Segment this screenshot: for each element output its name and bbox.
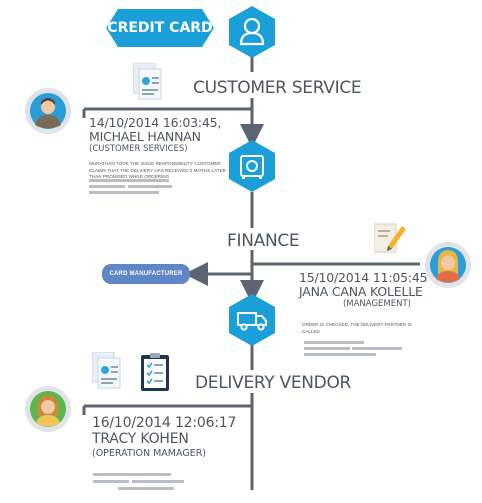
entry-jana: 15/10/2014 11:05:45 JANA CANA KOLELLE (M… xyxy=(299,270,428,310)
entry-note: Order is checked, the delivery partner i… xyxy=(302,322,412,334)
clipboard-checklist-icon xyxy=(140,352,170,392)
document-chart-icon xyxy=(91,351,122,390)
card-manufacturer-tag: CARD MANUFACTURER xyxy=(102,264,190,284)
entry-name: JANA CANA KOLELLE xyxy=(299,284,423,299)
entry-timestamp: 14/10/2014 16:03:45, xyxy=(89,115,222,130)
avatar-jana xyxy=(425,242,471,288)
entry-name: TRACY KOHEN xyxy=(92,431,189,447)
entry-role: (MANAGEMENT) xyxy=(342,299,411,309)
safe-icon xyxy=(228,140,276,192)
entry-timestamp: 16/10/2014 12:06:17 xyxy=(92,415,237,431)
entry-note: Murathan took the issue responsibility c… xyxy=(89,161,226,179)
entry-role: (CUSTOMER SERVICES) xyxy=(89,144,188,154)
credit-card-label: CREDIT CARD xyxy=(107,20,213,36)
entry-timestamp: 15/10/2014 11:05:45 xyxy=(299,270,428,285)
truck-icon xyxy=(228,294,276,346)
avatar-tracy xyxy=(25,386,71,432)
avatar-michael xyxy=(25,88,71,134)
entry-name: MICHAEL HANNAN xyxy=(89,129,201,144)
entry-michael: 14/10/2014 16:03:45, MICHAEL HANNAN (CUS… xyxy=(89,116,221,155)
entry-role: (OPERATION MAMAGER) xyxy=(92,448,206,459)
document-chart-icon xyxy=(132,62,163,101)
edit-document-icon xyxy=(373,220,406,254)
credit-card-badge: CREDIT CARD xyxy=(106,9,214,47)
stage-delivery-vendor: DELIVERY VENDOR xyxy=(195,373,352,393)
stage-customer-service: CUSTOMER SERVICE xyxy=(193,78,362,98)
entry-tracy: 16/10/2014 12:06:17 TRACY KOHEN (OPERATI… xyxy=(92,415,236,460)
stage-finance: FINANCE xyxy=(227,231,300,251)
user-icon xyxy=(228,6,276,58)
